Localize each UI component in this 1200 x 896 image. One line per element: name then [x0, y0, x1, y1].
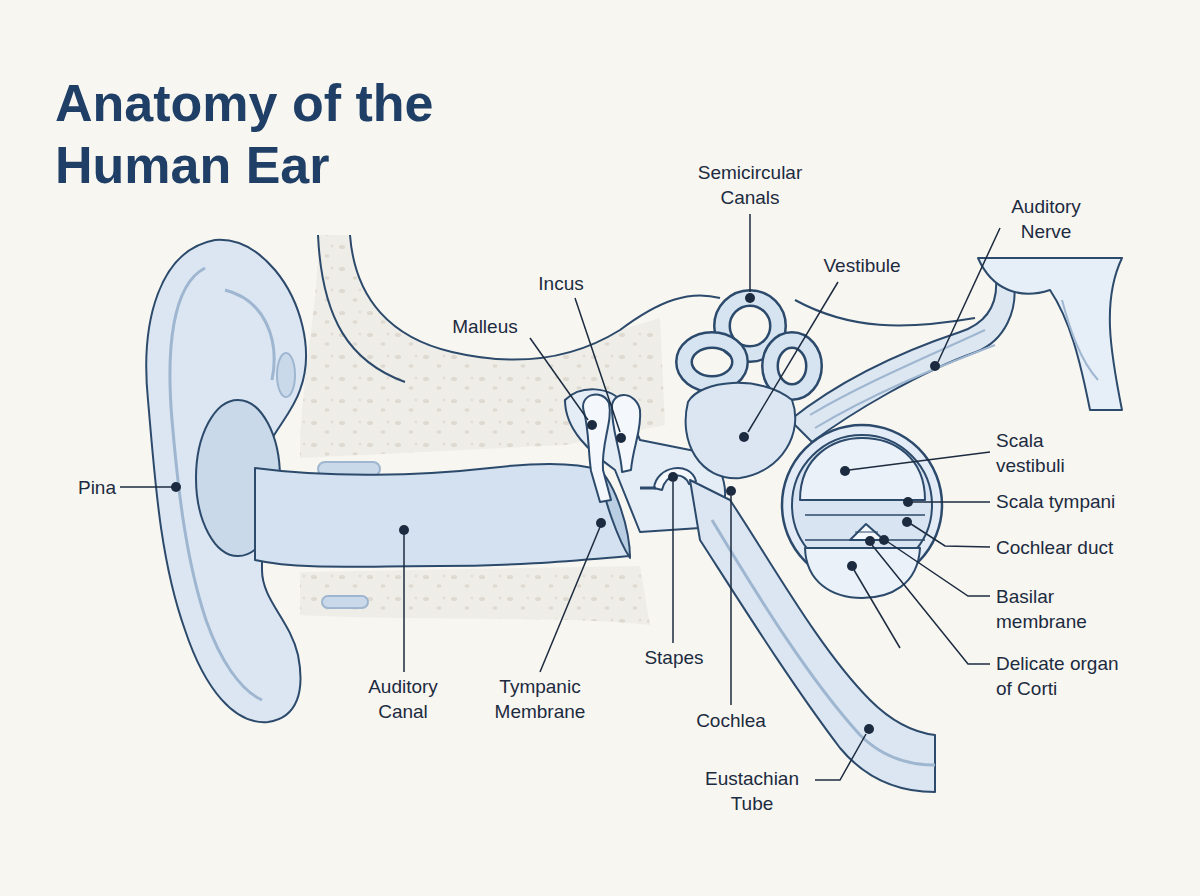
part-label: Scala vestibuli [996, 428, 1091, 478]
leader-line [888, 542, 990, 596]
leader-line [672, 482, 674, 643]
leader-dot [903, 497, 913, 507]
part-label: Auditory Nerve [996, 194, 1096, 244]
skin-line [318, 235, 405, 382]
leader-line [575, 298, 620, 432]
auditory-canal-shape [255, 464, 630, 567]
part-label: Auditory Canal [348, 674, 458, 724]
leader-line [730, 496, 732, 705]
part-label: Eustachian Tube [692, 766, 812, 816]
leader-line [854, 570, 900, 648]
part-label: Semicircular Canals [675, 160, 825, 210]
part-label: Pina [30, 475, 116, 500]
leader-dot [596, 518, 606, 528]
leader-dot [879, 535, 889, 545]
leader-dot [668, 472, 678, 482]
diagram-title: Anatomy of the Human Ear [55, 72, 485, 196]
antihelix [225, 290, 274, 380]
leader-dot [930, 361, 940, 371]
nerve-shape [790, 270, 1015, 442]
part-label: Delicate organ of Corti [996, 651, 1136, 701]
stapes-bone [654, 468, 696, 490]
leader-dot [616, 433, 626, 443]
part-label: Cochlea [681, 708, 781, 733]
leader-dot [840, 466, 850, 476]
part-label: Vestibule [802, 253, 922, 278]
leader-line [938, 228, 1000, 362]
leader-dot [399, 525, 409, 535]
part-label: Scala tympani [996, 489, 1186, 514]
temporal-bone [300, 566, 650, 625]
leader-dot [171, 482, 181, 492]
leader-line [748, 282, 838, 432]
brainstem-detail [1062, 300, 1098, 380]
leader-dot [739, 432, 749, 442]
leader-line [872, 545, 990, 664]
leader-line [815, 734, 866, 780]
leader-dot [745, 293, 755, 303]
canal-loop [684, 340, 740, 384]
leader-line [403, 534, 405, 672]
malleus-bone [583, 394, 611, 502]
brainstem-shape [978, 258, 1122, 410]
incus-bone [612, 395, 640, 472]
cartilage [322, 596, 368, 608]
leader-dot [726, 486, 736, 496]
lower-chamber [805, 548, 920, 598]
hair-cells [855, 532, 878, 533]
canal-loop [684, 340, 740, 384]
part-label: Malleus [435, 314, 535, 339]
leader-dot [864, 724, 874, 734]
leader-line [540, 527, 600, 672]
leader-line [849, 452, 990, 470]
leader-dot [587, 420, 597, 430]
nerve-fibres [810, 330, 995, 428]
leader-line [912, 501, 990, 503]
cartilage [277, 353, 295, 397]
part-label: Stapes [629, 645, 719, 670]
part-label: Incus [521, 271, 601, 296]
leader-line [530, 338, 588, 420]
stapes-link [640, 487, 656, 490]
bone-outline [795, 300, 975, 325]
leader-line [120, 486, 172, 488]
bone-outline [350, 235, 720, 360]
part-label: Tympanic Membrane [475, 674, 605, 724]
membranes [805, 515, 925, 540]
leader-line [911, 524, 990, 547]
part-label: Basilar membrane [996, 584, 1106, 634]
leader-dot [847, 561, 857, 571]
leader-dot [865, 536, 875, 546]
vestibule-shape [686, 383, 796, 478]
part-label: Cochlear duct [996, 535, 1186, 560]
leader-dot [902, 517, 912, 527]
leader-line [749, 214, 751, 292]
